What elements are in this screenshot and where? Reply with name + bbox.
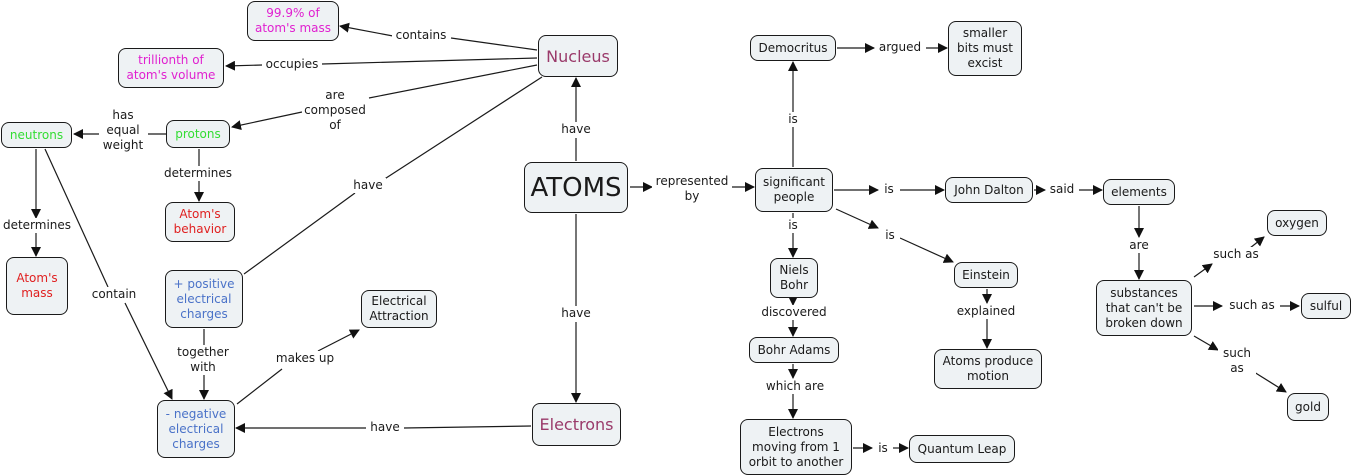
node-atoms-mass[interactable]: Atom's mass: [6, 257, 68, 315]
node-einstein[interactable]: Einstein: [954, 262, 1018, 288]
link-label-is-quantum: is: [873, 441, 893, 456]
node-trillionth-volume[interactable]: trillionth of atom's volume: [118, 48, 224, 88]
link-label-electrons-have-negative: have: [366, 420, 404, 435]
edge-substances-oxygen1: [1193, 263, 1213, 278]
edge-substances-gold2: [1253, 371, 1287, 393]
node-protons[interactable]: protons: [166, 120, 230, 148]
node-substances[interactable]: substances that can't be broken down: [1096, 280, 1192, 336]
node-gold[interactable]: gold: [1287, 393, 1329, 421]
link-label-such-as-sulful: such as: [1224, 298, 1280, 313]
node-democritus[interactable]: Democritus: [750, 35, 836, 61]
node-john-dalton[interactable]: John Dalton: [945, 177, 1033, 203]
link-label-has-equal-weight: has equal weight: [99, 108, 147, 153]
node-significant-people[interactable]: significant people: [755, 168, 833, 212]
node-elements[interactable]: elements: [1103, 179, 1175, 205]
node-quantum-leap[interactable]: Quantum Leap: [909, 435, 1015, 463]
node-niels-bohr[interactable]: Niels Bohr: [770, 258, 818, 298]
edge-have-positive: [243, 192, 356, 275]
node-99-percent-mass[interactable]: 99.9% of atom's mass: [247, 1, 339, 41]
link-label-together-with: together with: [172, 345, 234, 375]
node-negative-charges[interactable]: - negative electrical charges: [157, 400, 235, 458]
edge-people-is-diag: [835, 208, 879, 229]
link-label-atoms-have-nucleus: have: [558, 122, 594, 137]
link-label-such-as-gold: such as: [1218, 346, 1256, 376]
edge-electrons-have: [403, 425, 532, 429]
node-sulful[interactable]: sulful: [1301, 293, 1351, 319]
link-label-explained: explained: [953, 304, 1019, 319]
link-label-are: are: [1124, 238, 1154, 253]
node-smaller-bits[interactable]: smaller bits must excist: [948, 21, 1022, 76]
edge-nucleus-contains: [450, 37, 538, 51]
link-label-determines-behavior: determines: [160, 166, 236, 181]
link-label-is-dalton: is: [879, 182, 899, 197]
link-label-contain: contain: [88, 287, 140, 302]
link-label-atoms-have-electrons: have: [558, 306, 594, 321]
link-label-is-democritus: is: [783, 112, 803, 127]
link-label-nucleus-have-positive: have: [350, 178, 386, 193]
link-label-argued: argued: [875, 40, 925, 55]
node-electrical-attraction[interactable]: Electrical Attraction: [361, 290, 437, 328]
edge-nucleus-have: [382, 76, 543, 181]
edge-neutrons-contain: [44, 148, 109, 288]
link-label-occupies: occupies: [263, 57, 321, 72]
node-electrons-moving[interactable]: Electrons moving from 1 orbit to another: [740, 419, 852, 475]
link-label-makes-up: makes up: [272, 351, 338, 366]
edge-nucleus-occupies: [321, 57, 538, 65]
edge-substances-gold1: [1193, 335, 1219, 351]
node-neutrons[interactable]: neutrons: [1, 122, 72, 148]
edge-nucleus-composed: [368, 64, 538, 99]
link-label-are-composed-of: are composed of: [302, 88, 368, 133]
node-electrons[interactable]: Electrons: [532, 403, 621, 446]
link-label-is-bohr: is: [783, 218, 803, 233]
node-atoms[interactable]: ATOMS: [524, 162, 628, 213]
link-label-contains: contains: [392, 28, 450, 43]
edge-makesup-attraction: [317, 329, 360, 352]
edge-substances-oxygen2: [1249, 236, 1265, 249]
edge-occupies-volume: [225, 60, 263, 71]
node-oxygen[interactable]: oxygen: [1267, 210, 1327, 236]
link-label-represented-by: represented by: [652, 174, 732, 204]
edge-contain-negative: [124, 302, 173, 400]
node-atoms-behavior[interactable]: Atom's behavior: [165, 202, 235, 242]
link-label-is-einstein: is: [880, 228, 900, 243]
link-label-such-as-oxygen: such as: [1207, 247, 1265, 262]
node-nucleus[interactable]: Nucleus: [538, 35, 618, 77]
link-label-determines-mass: determines: [0, 218, 74, 233]
edge-negative-makesup: [236, 368, 283, 405]
link-label-discovered: discovered: [758, 305, 830, 320]
node-atoms-produce-motion[interactable]: Atoms produce motion: [934, 349, 1042, 389]
link-label-said: said: [1046, 182, 1078, 197]
edge-composed-protons: [231, 111, 303, 131]
edge-is-einstein: [899, 237, 954, 263]
edge-contains-mass: [339, 22, 394, 37]
link-label-which-are: which are: [762, 379, 828, 394]
node-positive-charges[interactable]: + positive electrical charges: [165, 270, 243, 328]
node-bohr-adams[interactable]: Bohr Adams: [749, 337, 839, 363]
